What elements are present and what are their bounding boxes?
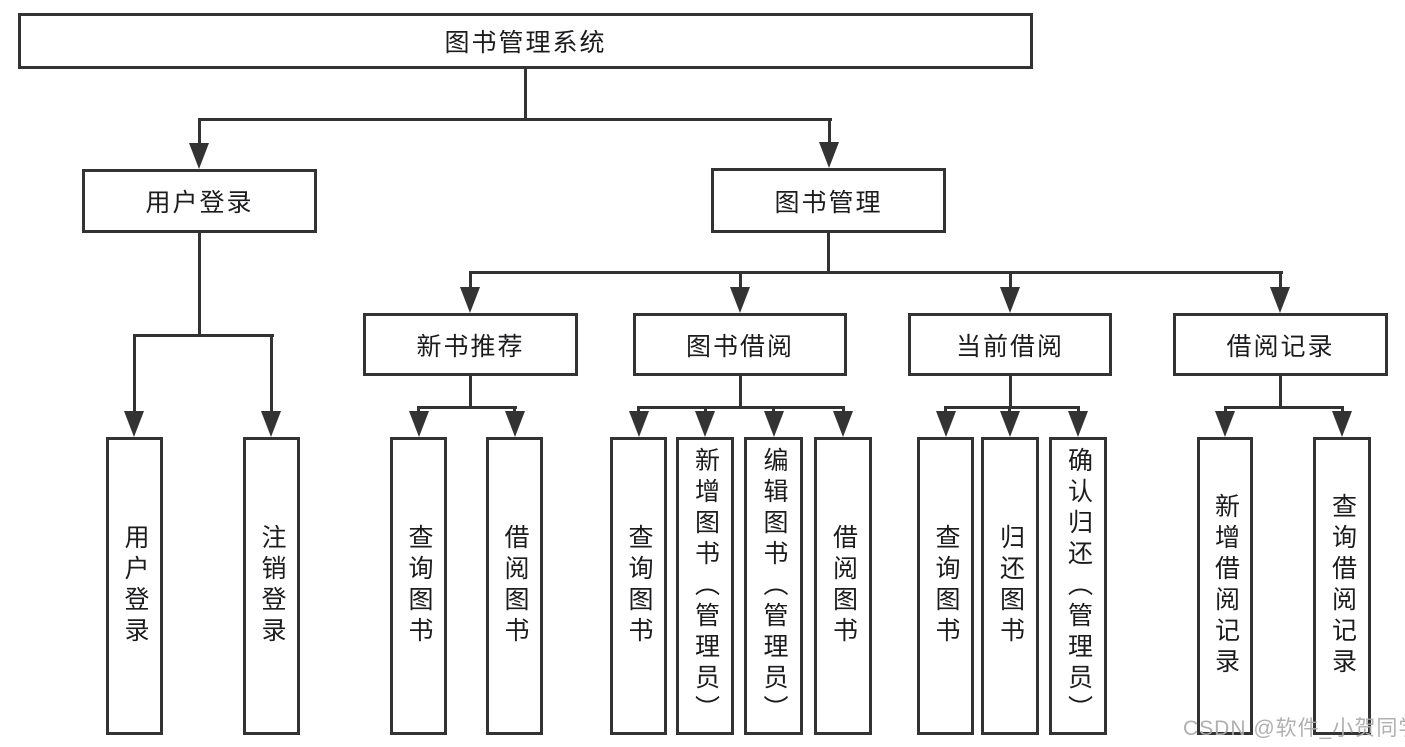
leaf-cb-query-book-label: 查询图书 bbox=[932, 524, 960, 648]
connector-user-login-branch bbox=[133, 334, 274, 337]
connector-cb-branch bbox=[944, 406, 1080, 409]
connector-bb-borrow-shaft bbox=[842, 406, 845, 415]
connector-borrow-record-shaft bbox=[1279, 271, 1282, 289]
arrowhead-bb-query-icon bbox=[629, 411, 649, 437]
arrowhead-br-query-icon bbox=[1332, 411, 1352, 437]
leaf-cb-return-book-label: 归还图书 bbox=[996, 524, 1025, 648]
watermark: CSDN @软件_小贺同学 bbox=[1183, 717, 1405, 740]
leaf-bb-edit-book-admin-label: 编辑图书（管理员） bbox=[760, 446, 788, 726]
node-library-management-system: 图书管理系统 bbox=[18, 13, 1033, 69]
node-book-management-label: 图书管理 bbox=[774, 188, 883, 217]
connector-user-login-drop bbox=[198, 233, 201, 336]
leaf-cb-query-book: 查询图书 bbox=[917, 437, 974, 735]
node-library-management-system-label: 图书管理系统 bbox=[444, 29, 607, 57]
connector-bb-edit-shaft bbox=[772, 406, 775, 415]
leaf-bb-edit-book-admin: 编辑图书（管理员） bbox=[744, 437, 803, 735]
connector-level2-branch bbox=[198, 118, 832, 121]
connector-bb-drop bbox=[739, 376, 742, 409]
leaf-user-login-label: 用户登录 bbox=[121, 524, 149, 648]
leaf-bb-query-book: 查询图书 bbox=[610, 437, 667, 735]
leaf-logout: 注销登录 bbox=[243, 437, 300, 735]
connector-book-mgmt-drop bbox=[827, 233, 830, 274]
arrowhead-borrow-record-icon bbox=[1270, 287, 1290, 313]
connector-cb-query-shaft bbox=[944, 406, 947, 415]
arrowhead-nr-query-icon bbox=[409, 411, 429, 437]
node-borrow-record-label: 借阅记录 bbox=[1226, 332, 1335, 361]
leaf-logout-label: 注销登录 bbox=[258, 524, 286, 648]
connector-nr-query-shaft bbox=[417, 406, 420, 415]
connector-bb-add-shaft bbox=[704, 406, 707, 415]
leaf-bb-add-book-admin-label: 新增图书（管理员） bbox=[691, 446, 720, 726]
node-current-borrow: 当前借阅 bbox=[908, 313, 1112, 376]
leaf-br-query-record: 查询借阅记录 bbox=[1313, 437, 1371, 735]
leaf-bb-borrow-book-label: 借阅图书 bbox=[829, 524, 858, 648]
connector-bb-query-shaft bbox=[637, 406, 640, 415]
connector-user-login-shaft bbox=[198, 118, 201, 147]
leaf-bb-query-book-label: 查询图书 bbox=[625, 524, 653, 648]
connector-ul-login-shaft bbox=[133, 334, 136, 413]
connector-book-borrow-shaft bbox=[739, 271, 742, 289]
connector-nr-branch bbox=[417, 406, 517, 409]
node-new-book-recommend-label: 新书推荐 bbox=[416, 332, 525, 361]
leaf-br-query-record-label: 查询借阅记录 bbox=[1328, 493, 1357, 679]
arrowhead-cb-return-icon bbox=[1000, 411, 1020, 437]
connector-book-mgmt-shaft bbox=[828, 118, 831, 147]
node-user-login-label: 用户登录 bbox=[145, 189, 254, 217]
leaf-cb-confirm-return-admin: 确认归还（管理员） bbox=[1049, 437, 1107, 735]
arrowhead-user-login-icon bbox=[189, 143, 209, 169]
leaf-nr-query-book: 查询图书 bbox=[390, 437, 447, 735]
node-borrow-record: 借阅记录 bbox=[1173, 313, 1388, 376]
node-book-borrow-label: 图书借阅 bbox=[685, 332, 794, 361]
node-new-book-recommend: 新书推荐 bbox=[363, 313, 578, 376]
leaf-nr-borrow-book-label: 借阅图书 bbox=[501, 524, 529, 648]
connector-cb-return-shaft bbox=[1008, 406, 1011, 415]
arrowhead-new-book-rec-icon bbox=[460, 287, 480, 313]
connector-level3-branch bbox=[469, 271, 1283, 274]
leaf-br-add-record-label: 新增借阅记录 bbox=[1211, 493, 1240, 679]
connector-br-query-shaft bbox=[1341, 406, 1344, 415]
connector-br-branch bbox=[1224, 406, 1344, 409]
arrowhead-bb-edit-icon bbox=[764, 411, 784, 437]
node-book-management: 图书管理 bbox=[711, 168, 946, 233]
arrowhead-nr-borrow-icon bbox=[505, 411, 525, 437]
node-user-login: 用户登录 bbox=[82, 169, 317, 233]
connector-br-add-shaft bbox=[1224, 406, 1227, 415]
connector-cb-drop bbox=[1009, 376, 1012, 409]
node-book-borrow: 图书借阅 bbox=[633, 313, 847, 376]
connector-ul-logout-shaft bbox=[270, 334, 273, 413]
node-current-borrow-label: 当前借阅 bbox=[955, 332, 1064, 361]
leaf-bb-add-book-admin: 新增图书（管理员） bbox=[676, 437, 734, 735]
arrowhead-cb-confirm-icon bbox=[1068, 411, 1088, 437]
arrowhead-current-borrow-icon bbox=[1000, 287, 1020, 313]
connector-br-drop bbox=[1279, 376, 1282, 409]
leaf-bb-borrow-book: 借阅图书 bbox=[814, 437, 872, 735]
connector-cb-confirm-shaft bbox=[1077, 406, 1080, 415]
arrowhead-book-borrow-icon bbox=[730, 287, 750, 313]
leaf-br-add-record: 新增借阅记录 bbox=[1197, 437, 1253, 735]
leaf-cb-return-book: 归还图书 bbox=[981, 437, 1039, 735]
arrowhead-book-mgmt-icon bbox=[819, 142, 839, 168]
connector-bb-branch bbox=[637, 406, 845, 409]
connector-nr-borrow-shaft bbox=[513, 406, 516, 415]
leaf-user-login: 用户登录 bbox=[106, 437, 163, 735]
arrowhead-ul-logout-icon bbox=[261, 411, 281, 437]
leaf-nr-query-book-label: 查询图书 bbox=[405, 524, 433, 648]
connector-root-drop bbox=[524, 69, 527, 120]
arrowhead-bb-borrow-icon bbox=[833, 411, 853, 437]
connector-nr-drop bbox=[469, 376, 472, 409]
arrowhead-ul-login-icon bbox=[124, 411, 144, 437]
leaf-cb-confirm-return-admin-label: 确认归还（管理员） bbox=[1064, 446, 1093, 726]
leaf-nr-borrow-book: 借阅图书 bbox=[486, 437, 543, 735]
arrowhead-cb-query-icon bbox=[936, 411, 956, 437]
connector-current-borrow-shaft bbox=[1009, 271, 1012, 289]
arrowhead-bb-add-icon bbox=[695, 411, 715, 437]
arrowhead-br-add-icon bbox=[1215, 411, 1235, 437]
connector-new-book-rec-shaft bbox=[469, 271, 472, 289]
